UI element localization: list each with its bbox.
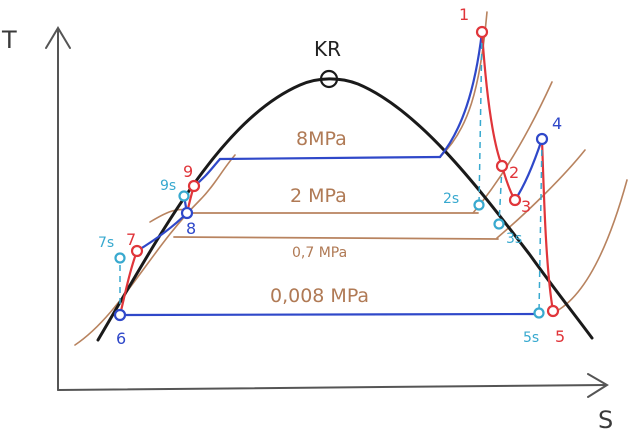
y-axis-arrow	[45, 26, 71, 49]
isobar-0008mpa-label: 0,008 MPa	[270, 285, 369, 307]
state-points	[113, 25, 560, 322]
point-7s-label: 7s	[98, 235, 114, 251]
isobar-07mpa-label: 0,7 MPa	[292, 245, 347, 261]
point-2s-marker	[473, 199, 485, 211]
y-axis-label: T	[1, 26, 17, 54]
isobar-2mpa-label: 2 MPa	[290, 185, 347, 207]
point-9s-label: 9s	[160, 178, 176, 194]
line-8mpa-plateau	[218, 155, 442, 161]
point-5-marker	[546, 304, 560, 318]
point-6-marker	[113, 308, 127, 322]
point-5s-marker	[533, 307, 545, 319]
isobar-8mpa-label: 8MPa	[296, 128, 347, 150]
point-9-label: 9	[183, 162, 193, 181]
line-6-5s	[118, 312, 542, 317]
line-1-2	[480, 30, 504, 168]
point-3-marker	[508, 193, 522, 207]
point-7-marker	[130, 244, 144, 258]
line-8mpa-to-1	[438, 30, 484, 159]
point-5-label: 5	[555, 327, 565, 346]
point-8-marker	[180, 206, 194, 220]
point-9s-marker	[178, 190, 190, 202]
point-2-label: 2	[509, 163, 519, 182]
point-2-marker	[495, 159, 509, 173]
axes	[45, 26, 609, 398]
point-6-label: 6	[116, 329, 126, 348]
isobar-07mpa-line	[173, 236, 499, 240]
isobar-plateaus	[173, 212, 499, 240]
point-7s-marker	[114, 252, 126, 264]
point-4-label: 4	[552, 114, 562, 133]
line-4-5	[540, 137, 555, 313]
isobar-liquid-line	[74, 154, 236, 346]
x-axis-label: S	[598, 406, 613, 434]
isobar-2mpa-superheat	[472, 81, 553, 214]
point-1-label: 1	[459, 5, 469, 24]
point-5s-label: 5s	[523, 330, 539, 346]
critical-point-label: KR	[314, 37, 341, 61]
point-3s-marker	[493, 218, 505, 230]
point-4-marker	[535, 132, 549, 146]
point-2s-label: 2s	[443, 191, 459, 207]
point-7-label: 7	[126, 230, 136, 249]
isentropic-lines	[119, 31, 543, 315]
isobar-0008mpa-superheat	[552, 179, 628, 314]
isentropic-2-3s	[498, 165, 503, 225]
critical-point-marker	[319, 69, 339, 89]
point-9-marker	[187, 179, 201, 193]
point-3-label: 3	[521, 197, 531, 216]
isentropic-4-5s	[538, 138, 543, 314]
x-axis	[57, 384, 607, 391]
point-1-marker	[475, 25, 489, 39]
point-3s-label: 3s	[506, 231, 522, 247]
isentropic-1-2s	[478, 31, 483, 206]
x-axis-arrow	[587, 373, 609, 398]
point-8-label: 8	[186, 219, 196, 238]
